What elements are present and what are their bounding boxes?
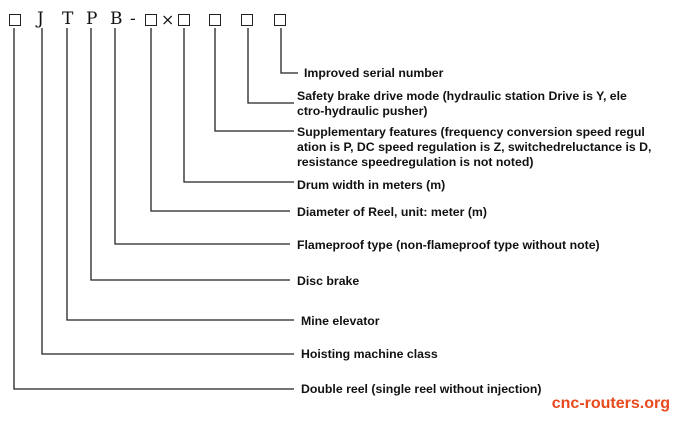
label-safety-brake-drive: Safety brake drive mode (hydraulic stati…	[297, 89, 627, 118]
code-box-supplementary	[209, 14, 221, 26]
label-supplementary-features: Supplementary features (frequency conver…	[297, 125, 652, 169]
code-letter-p: P	[86, 9, 98, 29]
code-box-serial-number	[274, 14, 286, 26]
connector-serial-number	[280, 28, 298, 74]
connector-supplementary	[214, 28, 294, 132]
code-letter-b: B	[110, 9, 123, 29]
connector-reel-diameter	[150, 28, 290, 212]
code-dash: -	[130, 9, 136, 29]
connector-double-reel	[13, 28, 294, 390]
code-letter-t: T	[62, 9, 74, 29]
label-double-reel: Double reel (single reel without injecti…	[301, 382, 542, 396]
code-times-sign: ×	[161, 10, 175, 29]
label-reel-diameter: Diameter of Reel, unit: meter (m)	[297, 205, 487, 219]
code-box-reel-diameter	[145, 14, 157, 26]
model-code-row: J T P B - ×	[0, 0, 680, 40]
label-mine-elevator: Mine elevator	[301, 314, 380, 328]
label-flameproof-type: Flameproof type (non-flameproof type wit…	[297, 238, 600, 252]
label-disc-brake: Disc brake	[297, 274, 360, 288]
connector-drum-width	[183, 28, 294, 183]
code-box-brake-drive	[241, 14, 253, 26]
connector-brake-drive	[247, 28, 294, 104]
watermark-text: cnc-routers.org	[551, 395, 670, 412]
connector-disc-brake	[90, 28, 290, 281]
label-hoisting-machine-class: Hoisting machine class	[301, 347, 438, 361]
label-drum-width: Drum width in meters (m)	[297, 178, 446, 192]
connector-hoisting-class	[41, 28, 294, 355]
code-letter-j: J	[37, 9, 44, 29]
connector-mine-elevator	[66, 28, 294, 321]
label-improved-serial-number: Improved serial number	[304, 66, 444, 80]
code-box-double-reel	[9, 14, 21, 26]
code-box-drum-width	[178, 14, 190, 26]
connector-flameproof	[114, 28, 290, 245]
